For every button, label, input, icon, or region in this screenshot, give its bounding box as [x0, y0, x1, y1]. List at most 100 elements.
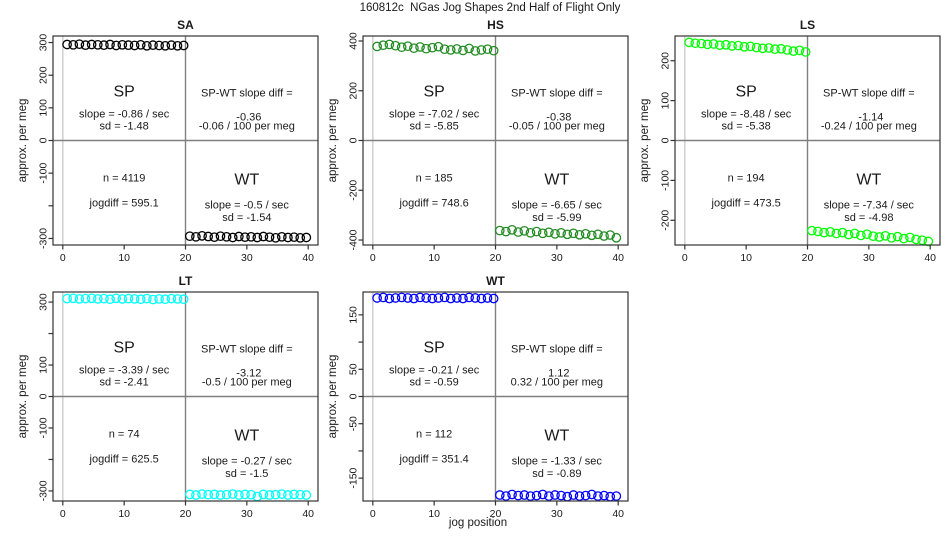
n-count-text: n = 185	[416, 172, 453, 184]
data-point-sp	[415, 292, 425, 303]
data-point-sp	[111, 40, 122, 51]
data-point-sp	[74, 294, 85, 304]
data-point-sp	[482, 293, 493, 303]
x-tick-label: 0	[60, 252, 66, 264]
panel-title: LS	[800, 18, 815, 32]
data-point-sp	[68, 293, 79, 304]
x-tick-label: 20	[490, 252, 502, 264]
data-point-wt	[856, 230, 866, 241]
data-point-wt	[550, 490, 560, 500]
sp-slope-text: slope = -0.21 / sec	[389, 365, 480, 377]
data-point-wt	[295, 489, 306, 500]
data-point-wt	[258, 489, 269, 500]
data-point-sp	[135, 39, 146, 50]
wt-slope-text: slope = -0.27 / sec	[202, 455, 293, 467]
y-tick-label: 100	[660, 92, 672, 110]
data-point-sp	[452, 293, 462, 303]
data-point-sp	[99, 40, 109, 50]
y-tick-label: -100	[38, 162, 50, 183]
slope-diff-header: SP-WT slope diff =	[511, 88, 603, 100]
data-point-wt	[240, 232, 250, 243]
y-tick-label: 100	[38, 99, 50, 117]
data-point-wt	[544, 227, 554, 238]
data-point-wt	[611, 232, 622, 243]
data-point-sp	[148, 294, 158, 305]
slope-diff-value: -1.14	[858, 112, 883, 124]
data-point-wt	[209, 232, 220, 243]
data-point-wt	[221, 231, 232, 242]
sp-sd-text: sd = -1.48	[100, 121, 149, 133]
y-tick-label: -400	[348, 229, 360, 250]
x-tick-label: 40	[302, 508, 314, 520]
data-point-wt	[283, 232, 293, 243]
data-point-wt	[862, 229, 872, 240]
data-point-sp	[129, 40, 140, 51]
panel-title: WT	[486, 274, 505, 288]
data-point-sp	[384, 293, 395, 304]
data-point-wt	[556, 490, 566, 501]
data-point-wt	[813, 226, 823, 237]
data-point-sp	[378, 40, 389, 51]
data-point-wt	[264, 490, 275, 500]
y-tick-label: 0	[348, 137, 360, 143]
data-point-sp	[782, 45, 793, 55]
y-tick-label: 300	[38, 34, 50, 52]
wt-slope-text: slope = -1.33 / sec	[512, 455, 603, 467]
jogdiff-text: jogdiff = 625.5	[89, 453, 159, 465]
data-point-sp	[733, 40, 744, 51]
data-point-wt	[258, 231, 269, 242]
x-tick-label: 40	[302, 252, 314, 264]
y-axis-title: approx. per meg	[327, 355, 339, 439]
data-point-wt	[289, 232, 299, 243]
data-point-sp	[800, 47, 811, 57]
x-tick-label: 0	[370, 508, 376, 520]
data-point-sp	[402, 41, 413, 52]
data-point-wt	[283, 490, 293, 500]
sp-slope-text: slope = -7.02 / sec	[389, 109, 480, 121]
wt-sd-text: sd = -4.98	[844, 212, 893, 224]
wt-slope-text: slope = -7.34 / sec	[824, 199, 915, 211]
data-point-wt	[556, 227, 566, 238]
data-point-sp	[439, 292, 450, 303]
data-point-wt	[507, 489, 517, 500]
x-tick-label: 10	[118, 252, 130, 264]
data-point-wt	[513, 227, 524, 237]
data-point-wt	[264, 232, 275, 243]
wt-slope-text: slope = -0.5 / sec	[205, 199, 290, 211]
data-point-sp	[433, 41, 444, 52]
data-point-sp	[86, 39, 97, 50]
data-point-wt	[209, 489, 220, 500]
data-point-wt	[215, 231, 226, 242]
x-tick-label: 20	[490, 508, 502, 520]
y-axis-title: approx. per meg	[17, 355, 29, 439]
data-point-sp	[396, 292, 407, 303]
data-point-wt	[221, 489, 232, 500]
data-point-wt	[544, 491, 554, 501]
x-tick-label: 0	[682, 252, 688, 264]
data-point-wt	[892, 231, 903, 242]
panel-title: HS	[487, 18, 504, 32]
wt-slope-text: slope = -6.65 / sec	[512, 199, 603, 211]
data-point-sp	[372, 293, 382, 303]
sp-sd-text: sd = -2.41	[100, 377, 149, 389]
data-point-wt	[593, 491, 603, 501]
slope-diff-header: SP-WT slope diff =	[201, 88, 293, 100]
data-point-wt	[234, 231, 244, 242]
y-axis-title: approx. per meg	[17, 99, 29, 183]
data-point-wt	[531, 490, 542, 501]
figure-title: 160812c NGas Jog Shapes 2nd Half of Flig…	[359, 2, 621, 14]
data-point-wt	[586, 230, 597, 241]
data-point-wt	[494, 225, 505, 236]
data-point-sp	[708, 39, 719, 49]
data-point-sp	[464, 292, 474, 303]
data-point-wt	[531, 226, 542, 237]
sp-quadrant-label: SP	[423, 84, 444, 101]
n-count-text: n = 4119	[103, 172, 145, 184]
data-point-sp	[727, 41, 737, 51]
data-point-wt	[227, 489, 238, 499]
sp-sd-text: sd = -5.85	[410, 121, 459, 133]
wt-sd-text: sd = -1.5	[225, 468, 268, 480]
data-point-sp	[427, 293, 438, 304]
data-point-sp	[117, 294, 128, 304]
